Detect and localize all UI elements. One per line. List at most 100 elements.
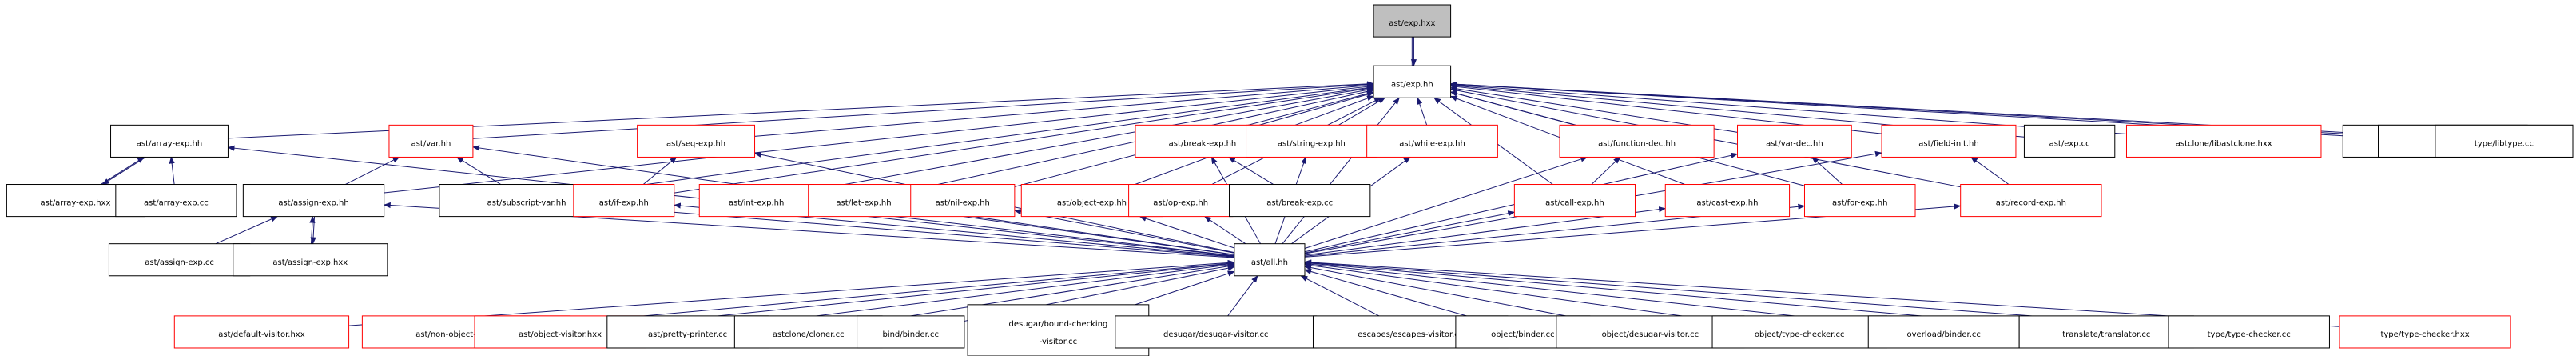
node-label: ast/object-exp.hh <box>1057 199 1127 208</box>
node-libtype-cc[interactable]: type/libtype.cc <box>2435 124 2574 158</box>
node-assign-exp-cc[interactable]: ast/assign-exp.cc <box>108 243 251 277</box>
edge-assign_exp_hh-to-assign_exp_hxx <box>309 215 316 244</box>
node-box[interactable] <box>1711 315 1887 349</box>
node-libastclone-hxx[interactable]: astclone/libastclone.hxx <box>2125 124 2322 158</box>
nodes-layer: ast/exp.hxx ast/exp.hh ast/array-exp.hh ast… <box>6 4 2574 356</box>
node-all-hh[interactable]: ast/all.hh <box>1234 243 1306 277</box>
node-box[interactable] <box>2435 124 2574 158</box>
node-var-hh[interactable]: ast/var.hh <box>388 124 474 158</box>
node-assign-exp-hh[interactable]: ast/assign-exp.hh <box>242 184 385 218</box>
edge-assign_exp_hh-to-assign_exp_cc <box>215 216 278 245</box>
node-box[interactable] <box>910 184 1016 218</box>
node-box[interactable] <box>1737 124 1852 158</box>
node-call-exp-hh[interactable]: ast/call-exp.hh <box>1513 184 1636 218</box>
node-binder-cc-bind[interactable]: bind/binder.cc <box>857 315 965 349</box>
edge-exp_hh-to-while_exp_hh <box>1417 97 1428 126</box>
edge-var_hh-to-subscript_var_hh <box>456 156 502 185</box>
node-assign-exp-hxx[interactable]: ast/assign-exp.hxx <box>233 243 388 277</box>
node-box[interactable] <box>233 243 388 277</box>
node-box[interactable] <box>2339 315 2511 349</box>
node-var-dec-hh[interactable]: ast/var-dec.hh <box>1737 124 1852 158</box>
node-cast-exp-hh[interactable]: ast/cast-exp.hh <box>1664 184 1791 218</box>
node-box[interactable] <box>1960 184 2102 218</box>
node-function-dec-hh[interactable]: ast/function-dec.hh <box>1559 124 1715 158</box>
node-box[interactable] <box>242 184 385 218</box>
node-box[interactable] <box>1803 184 1916 218</box>
node-array-exp-cc[interactable]: ast/array-exp.cc <box>115 184 237 218</box>
node-string-exp-hh[interactable]: ast/string-exp.hh <box>1246 124 1377 158</box>
node-type-checker-hxx[interactable]: type/type-checker.hxx <box>2339 315 2511 349</box>
node-translator-cc[interactable]: translate/translator.cc <box>2018 315 2194 349</box>
node-box[interactable] <box>1128 184 1234 218</box>
edge-exp_hh-to-int_exp_hh <box>813 86 1374 191</box>
node-label: ast/object-visitor.hxx <box>519 330 602 339</box>
node-box[interactable] <box>1229 184 1371 218</box>
node-box[interactable] <box>108 243 251 277</box>
node-label: type/type-checker.hxx <box>2380 330 2469 339</box>
node-field-init-hh[interactable]: ast/field-init.hh <box>1881 124 2017 158</box>
node-box[interactable] <box>1559 124 1715 158</box>
node-label: ast/all.hh <box>1251 258 1288 267</box>
node-box[interactable] <box>2018 315 2194 349</box>
node-box[interactable] <box>1513 184 1636 218</box>
node-box[interactable] <box>388 124 474 158</box>
node-box[interactable] <box>1246 124 1377 158</box>
node-box[interactable] <box>1664 184 1791 218</box>
node-box[interactable] <box>110 124 229 158</box>
node-label: ast/exp.cc <box>2049 140 2090 149</box>
node-label: ast/array-exp.hh <box>137 140 202 149</box>
node-if-exp-hh[interactable]: ast/if-exp.hh <box>573 184 675 218</box>
node-array-exp-hh[interactable]: ast/array-exp.hh <box>110 124 229 158</box>
edge-all_hh-to-escapes_visitor_cc <box>1300 275 1380 317</box>
edge-all_hh-to-default_visitor_hxx <box>348 259 1235 326</box>
node-exp-hh[interactable]: ast/exp.hh <box>1373 65 1452 98</box>
node-seq-exp-hh[interactable]: ast/seq-exp.hh <box>637 124 756 158</box>
node-box[interactable] <box>1881 124 2017 158</box>
edge-function_dec_hh-to-call_exp_hh <box>1591 156 1621 185</box>
node-box[interactable] <box>1373 4 1452 38</box>
node-record-exp-hh[interactable]: ast/record-exp.hh <box>1960 184 2102 218</box>
node-default-visitor-hxx[interactable]: ast/default-visitor.hxx <box>173 315 350 349</box>
node-box[interactable] <box>1373 65 1452 98</box>
node-box[interactable] <box>2023 124 2116 158</box>
node-op-exp-hh[interactable]: ast/op-exp.hh <box>1128 184 1234 218</box>
edge-exp_hh-to-if_exp_hh <box>674 86 1374 194</box>
node-nil-exp-hh[interactable]: ast/nil-exp.hh <box>910 184 1016 218</box>
node-box[interactable] <box>808 184 920 218</box>
node-label: ast/int-exp.hh <box>729 199 784 208</box>
edge-all_hh-to-cloner_cc <box>881 263 1235 321</box>
node-object-type-checker-cc[interactable]: object/type-checker.cc <box>1711 315 1887 349</box>
node-int-exp-hh[interactable]: ast/int-exp.hh <box>698 184 814 218</box>
node-exp-hxx[interactable]: ast/exp.hxx <box>1373 4 1452 38</box>
node-box[interactable] <box>1366 124 1498 158</box>
node-while-exp-hh[interactable]: ast/while-exp.hh <box>1366 124 1498 158</box>
edge-all_hh-to-overload_binder_cc <box>1304 261 1869 325</box>
node-box[interactable] <box>173 315 350 349</box>
node-desugar-visitor-cc[interactable]: desugar/desugar-visitor.cc <box>1115 315 1318 349</box>
node-break-exp-cc[interactable]: ast/break-exp.cc <box>1229 184 1371 218</box>
node-label: object/desugar-visitor.cc <box>1602 330 1699 339</box>
node-box[interactable] <box>637 124 756 158</box>
edge-array_exp_hh-to-array_exp_hxx <box>100 156 145 185</box>
node-label: ast/string-exp.hh <box>1278 140 1346 149</box>
edge-all_hh-to-translator_cc <box>1304 260 2020 326</box>
node-exp-cc[interactable]: ast/exp.cc <box>2023 124 2116 158</box>
edge-function_dec_hh-to-all_hh <box>1304 156 1588 249</box>
node-overload-binder-cc[interactable]: overload/binder.cc <box>1867 315 2020 349</box>
node-label: ast/break-exp.cc <box>1266 199 1333 208</box>
node-box[interactable] <box>115 184 237 218</box>
node-for-exp-hh[interactable]: ast/for-exp.hh <box>1803 184 1916 218</box>
node-label: ast/op-exp.hh <box>1153 199 1208 208</box>
node-box[interactable] <box>2125 124 2322 158</box>
node-box[interactable] <box>1234 243 1306 277</box>
node-label: ast/var-dec.hh <box>1766 140 1823 149</box>
node-box[interactable] <box>857 315 965 349</box>
node-box[interactable] <box>573 184 675 218</box>
node-label: ast/subscript-var.hh <box>487 199 566 208</box>
node-let-exp-hh[interactable]: ast/let-exp.hh <box>808 184 920 218</box>
node-box[interactable] <box>1115 315 1318 349</box>
node-box[interactable] <box>1867 315 2020 349</box>
node-type-checker-cc[interactable]: type/type-checker.cc <box>2168 315 2330 349</box>
node-box[interactable] <box>698 184 814 218</box>
node-box[interactable] <box>2168 315 2330 349</box>
